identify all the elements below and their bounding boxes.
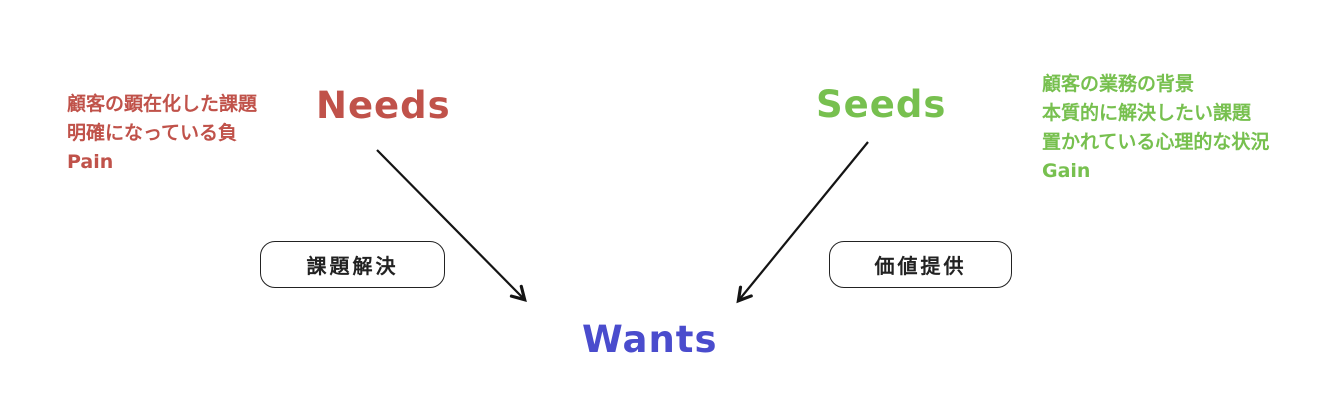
needs-notes: 顧客の顕在化した課題 明確になっている負 Pain <box>67 90 257 177</box>
seeds-note-line: Gain <box>1042 160 1091 182</box>
value-box-label: 価値提供 <box>874 254 967 278</box>
solution-box: 課題解決 <box>260 241 445 288</box>
seeds-note-line: 顧客の業務の背景 <box>1042 73 1195 95</box>
needs-note-line: 顧客の顕在化した課題 <box>67 93 258 115</box>
needs-note-line: Pain <box>67 151 114 173</box>
wants-label: Wants <box>582 318 718 361</box>
needs-label: Needs <box>316 84 451 127</box>
seeds-label: Seeds <box>816 83 947 126</box>
seeds-notes: 顧客の業務の背景 本質的に解決したい課題 置かれている心理的な状況 Gain <box>1042 70 1269 186</box>
value-box: 価値提供 <box>829 241 1012 288</box>
seeds-note-line: 置かれている心理的な状況 <box>1042 131 1270 153</box>
solution-box-label: 課題解決 <box>306 254 399 278</box>
seeds-note-line: 本質的に解決したい課題 <box>1042 102 1252 124</box>
needs-note-line: 明確になっている負 <box>67 122 238 144</box>
